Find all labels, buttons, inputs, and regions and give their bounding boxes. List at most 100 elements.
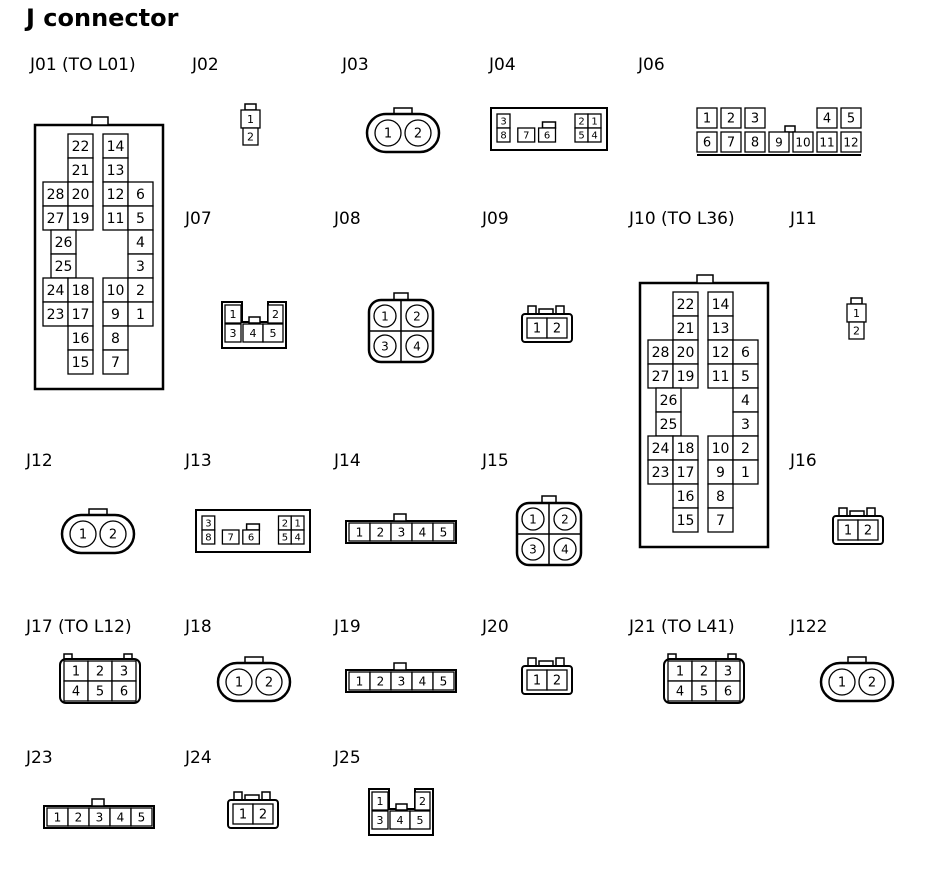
pin-cell (267, 304, 284, 324)
pin-cell (371, 791, 389, 811)
pin-j01-3: 3 (136, 259, 145, 275)
pin-cell (672, 291, 699, 317)
pin-j10-25: 25 (660, 417, 678, 433)
pin-j01-18: 18 (72, 283, 90, 299)
pin-j01-16: 16 (72, 331, 90, 347)
pin-cell (69, 520, 97, 548)
pin-j01-14: 14 (107, 139, 125, 155)
pin-cell (857, 519, 879, 541)
pin-j04-6: 6 (544, 131, 550, 142)
pin-j20-2: 2 (553, 674, 561, 689)
pin-j17-2: 2 (96, 665, 104, 680)
pin-cell (672, 507, 699, 533)
latch (541, 121, 557, 129)
pin-j15-1: 1 (529, 512, 537, 526)
pin-j01-22: 22 (72, 139, 90, 155)
pin-cell (111, 680, 137, 702)
pin-j25-2: 2 (419, 795, 426, 808)
pin-j10-6: 6 (741, 345, 750, 361)
pin-j17-5: 5 (96, 685, 104, 700)
pin-j122-2: 2 (868, 676, 876, 691)
pin-j17-3: 3 (120, 665, 128, 680)
pin-j23-5: 5 (138, 810, 146, 824)
pin-j01-7: 7 (111, 355, 120, 371)
pin-j01-1: 1 (136, 307, 145, 323)
pin-cell (537, 127, 557, 143)
pin-j14-4: 4 (419, 525, 427, 539)
pin-j14-3: 3 (398, 525, 406, 539)
pin-cell (707, 507, 734, 533)
pin-cell (655, 387, 682, 413)
pin-cell (224, 304, 242, 324)
pin-cell (374, 119, 402, 147)
pin-cell (225, 668, 253, 696)
pin-j24-2: 2 (259, 808, 267, 823)
pin-j10-23: 23 (652, 465, 670, 481)
pin-cell (42, 277, 69, 303)
pin-cell (720, 107, 742, 129)
pin-j01-26: 26 (55, 235, 73, 251)
pin-j06-6: 6 (703, 136, 711, 151)
pin-cell (67, 277, 94, 303)
pin-j06-5: 5 (847, 112, 855, 127)
pin-cell (242, 127, 259, 146)
pin-cell (707, 315, 734, 341)
connector-j02: 12 (240, 103, 261, 146)
pin-j01-19: 19 (72, 211, 90, 227)
pin-cell (127, 229, 154, 255)
pin-j10-7: 7 (716, 513, 725, 529)
pin-j21-4: 4 (676, 685, 684, 700)
latch (261, 791, 271, 801)
latch (696, 274, 714, 284)
pin-j01-23: 23 (47, 307, 65, 323)
label-j04: J04 (489, 55, 516, 75)
pin-j23-3: 3 (96, 810, 104, 824)
pin-cell (732, 459, 759, 485)
pin-j21-6: 6 (724, 685, 732, 700)
latch (91, 798, 105, 807)
pin-j13-3: 3 (205, 519, 211, 530)
pin-j19-3: 3 (398, 674, 406, 688)
pin-j06-3: 3 (751, 112, 759, 127)
pin-j01-28: 28 (47, 187, 65, 203)
pin-j12-1: 1 (79, 528, 87, 543)
pin-cell (50, 229, 77, 255)
pin-j01-6: 6 (136, 187, 145, 203)
pin-j122-1: 1 (838, 676, 846, 691)
pin-cell (405, 304, 429, 328)
pin-cell (672, 435, 699, 461)
pin-j01-10: 10 (107, 283, 125, 299)
label-j02: J02 (192, 55, 219, 75)
pin-cell (102, 205, 129, 231)
pin-cell (672, 363, 699, 389)
pin-j25-1: 1 (377, 795, 384, 808)
pin-cell (672, 459, 699, 485)
pin-cell (521, 537, 545, 561)
label-j18: J18 (185, 617, 212, 637)
pin-j11-1: 1 (853, 307, 860, 320)
label-j11: J11 (790, 209, 817, 229)
pin-j10-1: 1 (741, 465, 750, 481)
pin-cell (816, 107, 838, 129)
pin-cell (127, 301, 154, 327)
pin-cell (102, 157, 129, 183)
pin-cell (732, 411, 759, 437)
pin-j01-25: 25 (55, 259, 73, 275)
pin-j16-1: 1 (844, 524, 852, 539)
pin-cell (404, 119, 432, 147)
pin-cell (67, 133, 94, 159)
pin-cell (840, 131, 862, 153)
pin-j14-2: 2 (377, 525, 385, 539)
pin-cell (102, 133, 129, 159)
label-j24: J24 (185, 748, 212, 768)
pin-j14-5: 5 (440, 525, 448, 539)
latch (784, 125, 796, 133)
pin-cell (67, 205, 94, 231)
pin-j13-1: 1 (294, 519, 300, 530)
pin-cell (858, 668, 886, 696)
pin-cell (546, 669, 568, 691)
